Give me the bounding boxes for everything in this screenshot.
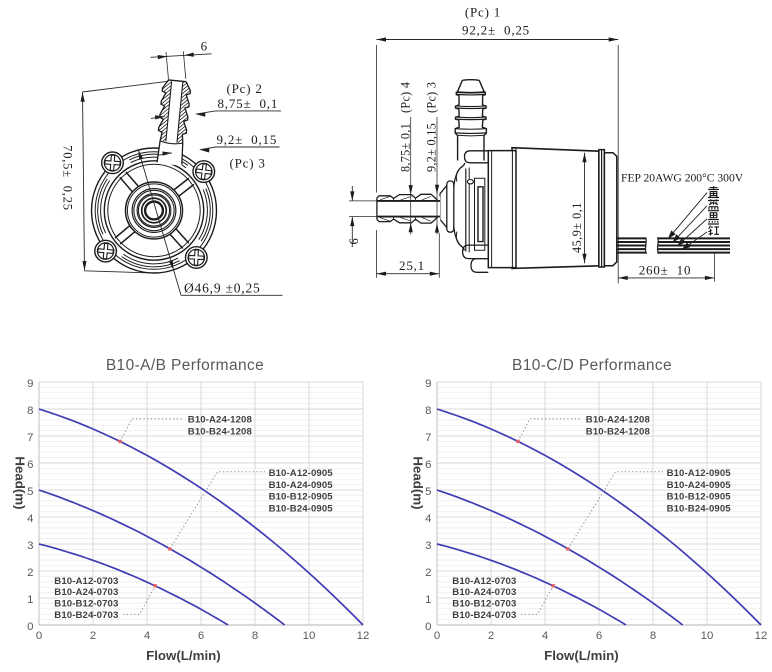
svg-text:Flow(L/min): Flow(L/min) (544, 648, 619, 663)
svg-text:B10-B24-0905: B10-B24-0905 (269, 503, 334, 514)
svg-text:6: 6 (198, 630, 204, 642)
svg-text:12: 12 (357, 630, 370, 642)
svg-text:8: 8 (650, 630, 656, 642)
svg-text:9: 9 (27, 378, 33, 390)
svg-text:7: 7 (425, 432, 431, 444)
svg-text:B10-C/D Performance: B10-C/D Performance (512, 357, 672, 374)
svg-text:10: 10 (303, 630, 316, 642)
svg-text:B10-B12-0703: B10-B12-0703 (54, 599, 118, 610)
svg-text:B10-B24-0703: B10-B24-0703 (452, 610, 516, 621)
svg-text:B10-A12-0905: B10-A12-0905 (667, 468, 732, 479)
svg-text:B10-B24-0905: B10-B24-0905 (667, 503, 732, 514)
svg-text:(Pc) 1: (Pc) 1 (465, 5, 501, 20)
svg-text:2: 2 (488, 630, 494, 642)
svg-text:B10-A24-0703: B10-A24-0703 (452, 587, 516, 598)
svg-text:FEP 20AWG 200°C 300V: FEP 20AWG 200°C 300V (621, 172, 744, 185)
svg-text:9,2± 0,15: 9,2± 0,15 (217, 132, 278, 147)
svg-text:B10-B24-0703: B10-B24-0703 (54, 610, 118, 621)
svg-text:0: 0 (36, 630, 42, 642)
svg-text:B10-A12-0703: B10-A12-0703 (452, 576, 516, 587)
svg-text:0: 0 (434, 630, 440, 642)
svg-text:92,2± 0,25: 92,2± 0,25 (462, 23, 530, 38)
svg-text:8: 8 (252, 630, 258, 642)
svg-text:B10-A12-0703: B10-A12-0703 (54, 576, 118, 587)
svg-text:2: 2 (90, 630, 96, 642)
svg-text:1: 1 (27, 594, 33, 606)
svg-text:Flow(L/min): Flow(L/min) (146, 648, 221, 663)
svg-text:B10-A24-0703: B10-A24-0703 (54, 587, 118, 598)
svg-text:9: 9 (425, 378, 431, 390)
svg-text:3: 3 (27, 540, 33, 552)
svg-text:B10-A24-0905: B10-A24-0905 (667, 480, 732, 491)
svg-text:(Pc) 3: (Pc) 3 (230, 155, 266, 170)
svg-text:6: 6 (425, 459, 431, 471)
svg-text:10: 10 (701, 630, 714, 642)
svg-text:B10-A/B Performance: B10-A/B Performance (106, 357, 264, 374)
svg-text:2: 2 (425, 567, 431, 579)
svg-text:B10-B12-0905: B10-B12-0905 (269, 492, 334, 503)
svg-text:B10-B24-1208: B10-B24-1208 (188, 427, 253, 438)
svg-text:B10-A12-0905: B10-A12-0905 (269, 468, 334, 479)
svg-text:25,1: 25,1 (399, 258, 425, 273)
svg-text:45,9± 0,1: 45,9± 0,1 (570, 202, 584, 253)
svg-text:B10-B12-0905: B10-B12-0905 (667, 492, 732, 503)
svg-text:12: 12 (755, 630, 768, 642)
svg-text:B10-A24-0905: B10-A24-0905 (269, 480, 334, 491)
svg-text:B10-B12-0703: B10-B12-0703 (452, 599, 516, 610)
svg-text:8,75± 0,1: 8,75± 0,1 (218, 96, 279, 111)
svg-text:6: 6 (596, 630, 602, 642)
svg-text:2: 2 (27, 567, 33, 579)
svg-text:B10-A24-1208: B10-A24-1208 (586, 415, 651, 426)
svg-text:(Pc) 2: (Pc) 2 (227, 81, 263, 96)
svg-text:5: 5 (425, 486, 431, 498)
svg-text:9,2± 0,15 (Pc) 3: 9,2± 0,15 (Pc) 3 (425, 82, 439, 172)
svg-text:1: 1 (425, 594, 431, 606)
svg-text:260± 10: 260± 10 (639, 263, 692, 278)
svg-text:Head(m): Head(m) (411, 456, 426, 509)
svg-text:4: 4 (425, 513, 431, 525)
svg-text:4: 4 (144, 630, 150, 642)
svg-text:8,75± 0,1 (Pc) 4: 8,75± 0,1 (Pc) 4 (398, 82, 412, 172)
svg-text:70,5± 0,25: 70,5± 0,25 (61, 145, 75, 211)
svg-text:B10-B24-1208: B10-B24-1208 (586, 427, 651, 438)
svg-text:4: 4 (542, 630, 548, 642)
svg-text:4: 4 (27, 513, 33, 525)
svg-text:5: 5 (27, 486, 33, 498)
svg-text:Head(m): Head(m) (13, 456, 28, 509)
svg-text:0: 0 (425, 621, 431, 633)
svg-text:6: 6 (201, 39, 208, 54)
svg-text:8: 8 (27, 405, 33, 417)
svg-text:6: 6 (347, 237, 361, 244)
svg-text:3: 3 (425, 540, 431, 552)
svg-text:0: 0 (27, 621, 33, 633)
svg-text:6: 6 (27, 459, 33, 471)
svg-text:7: 7 (27, 432, 33, 444)
svg-text:B10-A24-1208: B10-A24-1208 (188, 415, 253, 426)
svg-text:8: 8 (425, 405, 431, 417)
svg-text:Ø46,9 ±0,25: Ø46,9 ±0,25 (184, 281, 261, 296)
